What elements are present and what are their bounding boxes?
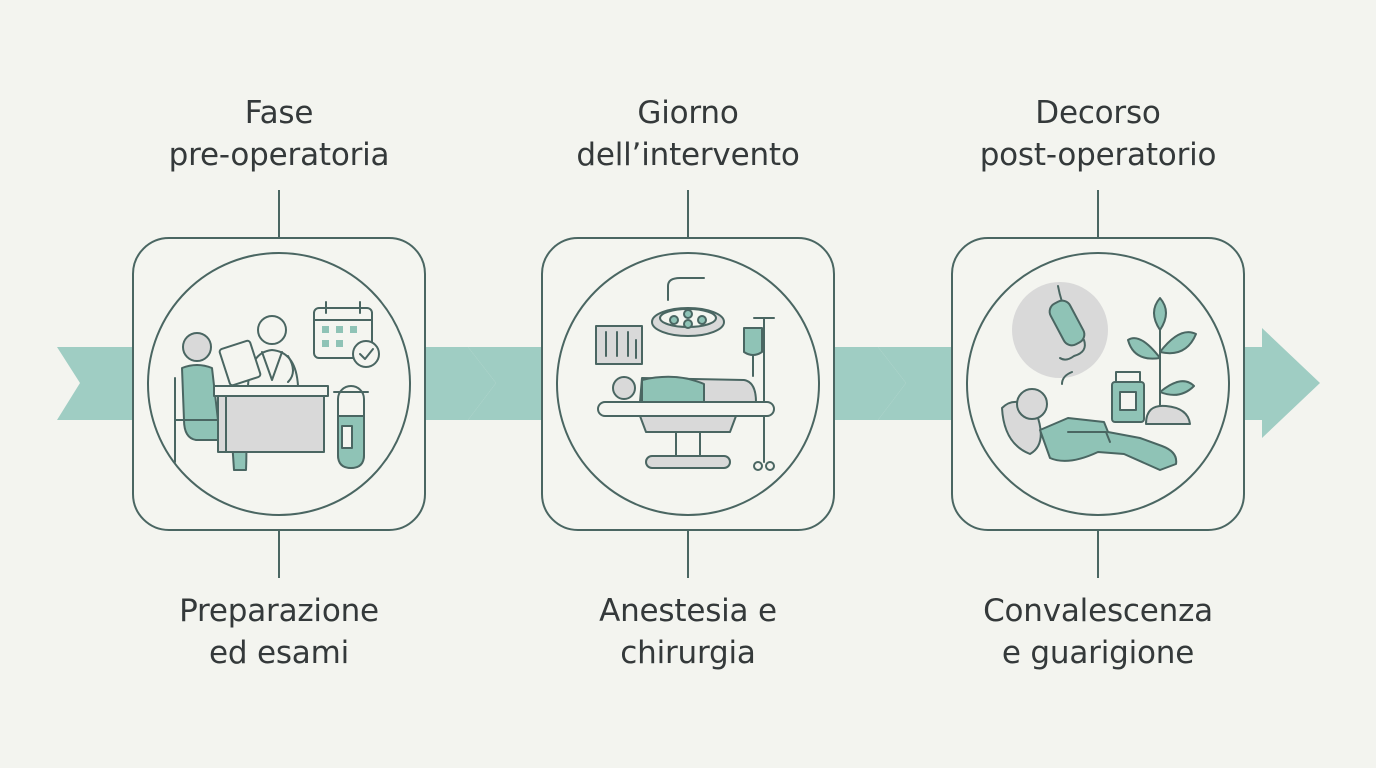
stage-caption-2: Anestesia e chirurgia — [528, 590, 848, 674]
stage-card-2 — [541, 237, 835, 531]
ribbon-segment-1 — [408, 347, 496, 420]
stage-caption-1: Preparazione ed esami — [119, 590, 439, 674]
ribbon-tail — [57, 347, 150, 420]
connector-lines — [278, 190, 1099, 578]
stage-title-1: Fase pre-operatoria — [119, 92, 439, 176]
stage-card-3 — [951, 237, 1245, 531]
stage-title-2-line-2: dell’intervento — [576, 137, 800, 173]
stage-caption-2-line-2: chirurgia — [620, 635, 756, 671]
ribbon-chevron-1 — [468, 347, 545, 420]
stage-title-3-line-1: Decorso — [1035, 95, 1161, 131]
stage-title-2: Giorno dell’intervento — [528, 92, 848, 176]
stage-title-3: Decorso post-operatorio — [938, 92, 1258, 176]
stage-caption-3-line-2: e guarigione — [1001, 635, 1195, 671]
stage-caption-3-line-1: Convalescenza — [983, 593, 1213, 629]
stage-caption-1-line-2: ed esami — [208, 635, 350, 671]
stage-title-1-line-2: pre-operatoria — [168, 137, 390, 173]
ribbon-arrowhead — [1228, 328, 1320, 438]
doctor-consultation-icon — [174, 301, 380, 471]
operating-room-icon — [595, 277, 775, 471]
progress-ribbon — [57, 328, 1320, 438]
stage-card-1 — [132, 237, 426, 531]
recovery-icon — [1001, 282, 1197, 471]
stage-caption-3: Convalescenza e guarigione — [938, 590, 1258, 674]
ribbon-chevron-2 — [878, 347, 955, 420]
stage-title-2-line-1: Giorno — [637, 95, 739, 131]
stage-title-1-line-1: Fase — [244, 95, 314, 131]
ribbon-segment-2 — [818, 347, 906, 420]
stage-caption-2-line-1: Anestesia e — [599, 593, 777, 629]
stage-title-3-line-2: post-operatorio — [979, 137, 1217, 173]
stage-caption-1-line-1: Preparazione — [179, 593, 379, 629]
